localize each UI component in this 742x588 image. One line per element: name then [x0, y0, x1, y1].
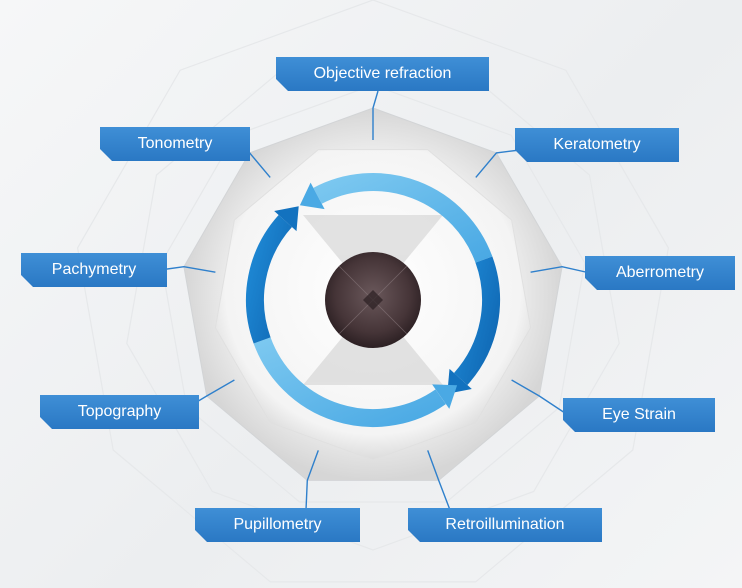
arrowhead-dark-left	[274, 206, 299, 232]
label-tonometry: Tonometry	[100, 127, 250, 161]
label-aberrometry: Aberrometry	[585, 256, 735, 290]
cycle-arrow-light	[313, 173, 493, 263]
arrowhead-light-lower	[432, 384, 458, 409]
arrowhead-light	[299, 182, 325, 210]
eye-lens	[325, 252, 421, 348]
cycle-arrow-dark-left	[245, 214, 293, 344]
label-keratometry: Keratometry	[515, 128, 679, 162]
connector-aberrometry	[530, 265, 591, 274]
cycle-arrow-light-lower	[253, 337, 446, 428]
label-pachymetry: Pachymetry	[21, 253, 167, 287]
connector-pupillometry	[305, 450, 319, 511]
cycle-arrow-dark	[453, 256, 501, 386]
cycle-arrows	[245, 173, 501, 428]
label-pupillometry: Pupillometry	[195, 508, 360, 542]
connector-pachymetry	[159, 265, 216, 273]
connector-eye-strain	[511, 379, 569, 416]
connector-keratometry	[475, 149, 521, 178]
label-eye-strain: Eye Strain	[563, 398, 715, 432]
label-retroillumination: Retroillumination	[408, 508, 602, 542]
label-topography: Topography	[40, 395, 199, 429]
label-objective-refraction: Objective refraction	[276, 57, 489, 91]
connector-retroillumination	[427, 450, 451, 511]
connector-objective-refraction	[372, 90, 379, 140]
